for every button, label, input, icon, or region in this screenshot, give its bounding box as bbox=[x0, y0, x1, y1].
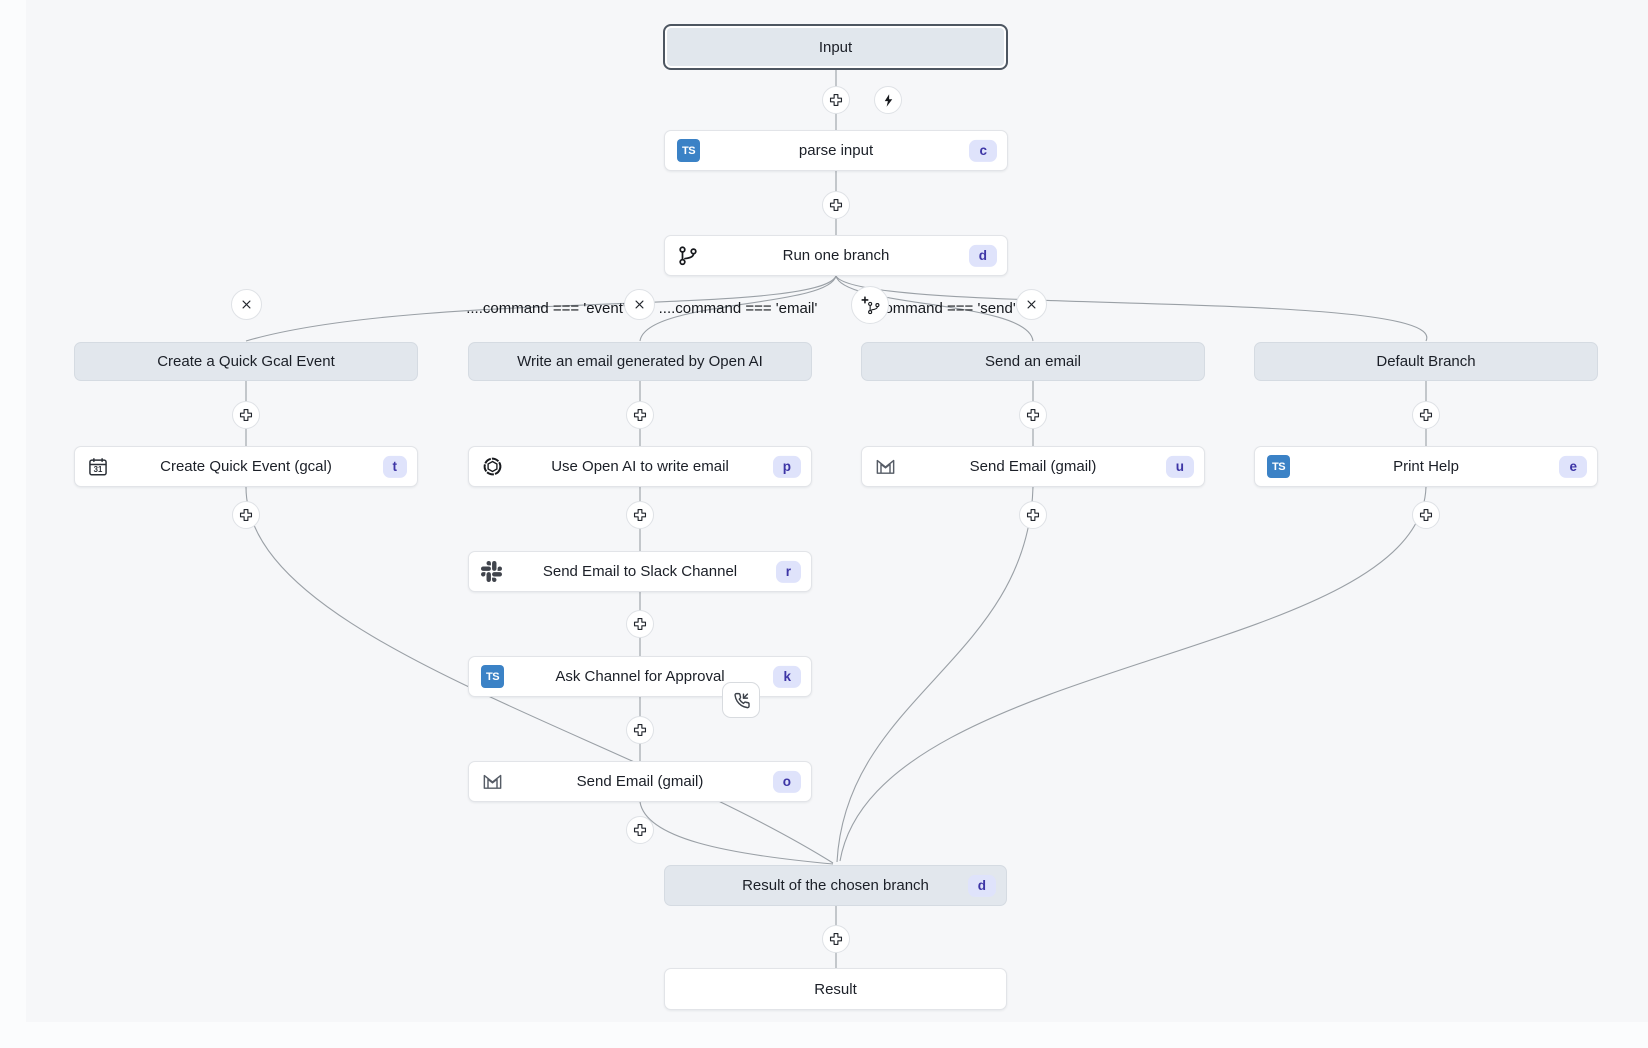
step-node-print-help[interactable]: TS Print Help e bbox=[1254, 446, 1598, 487]
step-node-run-one-branch[interactable]: Run one branch d bbox=[664, 235, 1008, 276]
step-label: Ask Channel for Approval bbox=[555, 668, 725, 685]
add-branch-button[interactable] bbox=[851, 286, 889, 324]
step-id-badge: d bbox=[968, 244, 997, 267]
branch-condition-event: ....command === 'event' bbox=[466, 300, 626, 317]
result-node[interactable]: Result bbox=[664, 968, 1007, 1010]
add-step-button[interactable] bbox=[626, 610, 654, 638]
add-step-button[interactable] bbox=[232, 401, 260, 429]
plus-icon bbox=[238, 507, 254, 523]
input-node-label: Input bbox=[818, 38, 853, 56]
step-id-badge: p bbox=[772, 455, 801, 478]
step-node-send-email-gmail-branch3[interactable]: Send Email (gmail) u bbox=[861, 446, 1205, 487]
add-step-button[interactable] bbox=[626, 401, 654, 429]
plus-icon bbox=[632, 722, 648, 738]
canvas-bottom-gutter bbox=[0, 1022, 1648, 1048]
plus-icon bbox=[632, 507, 648, 523]
step-id-badge: d bbox=[967, 874, 996, 897]
typescript-icon: TS bbox=[677, 131, 700, 170]
branch-header-gcal[interactable]: Create a Quick Gcal Event bbox=[74, 342, 418, 381]
step-id-badge: r bbox=[775, 560, 801, 583]
step-node-create-quick-event[interactable]: Create Quick Event (gcal) t bbox=[74, 446, 418, 487]
branch-header-default[interactable]: Default Branch bbox=[1254, 342, 1598, 381]
openai-icon bbox=[481, 447, 504, 486]
add-step-button[interactable] bbox=[822, 925, 850, 953]
plus-icon bbox=[238, 407, 254, 423]
close-icon bbox=[1024, 297, 1039, 312]
step-node-ask-channel-approval[interactable]: TS Ask Channel for Approval k bbox=[468, 656, 812, 697]
branch-header-label: Create a Quick Gcal Event bbox=[157, 353, 335, 370]
remove-branch-button[interactable] bbox=[624, 289, 655, 320]
step-label: Send Email to Slack Channel bbox=[542, 563, 738, 580]
branch-condition-email: ....command === 'email' bbox=[658, 300, 818, 317]
remove-branch-button[interactable] bbox=[1016, 289, 1047, 320]
step-node-openai-write-email[interactable]: Use Open AI to write email p bbox=[468, 446, 812, 487]
add-step-button[interactable] bbox=[1412, 401, 1440, 429]
step-id-badge: t bbox=[382, 455, 407, 478]
input-node[interactable]: Input bbox=[663, 24, 1008, 70]
canvas-left-gutter bbox=[0, 0, 26, 1048]
branch-header-label: Default Branch bbox=[1376, 353, 1476, 370]
branch-header-label: Write an email generated by Open AI bbox=[517, 353, 763, 370]
close-icon bbox=[632, 297, 647, 312]
step-id-badge: e bbox=[1559, 455, 1587, 478]
add-step-button[interactable] bbox=[822, 86, 850, 114]
plus-icon bbox=[828, 92, 844, 108]
git-branch-plus-icon bbox=[859, 294, 881, 316]
plus-icon bbox=[1025, 407, 1041, 423]
step-label: Use Open AI to write email bbox=[551, 458, 729, 475]
add-step-button[interactable] bbox=[626, 816, 654, 844]
add-step-button[interactable] bbox=[1019, 401, 1047, 429]
close-icon bbox=[239, 297, 254, 312]
add-step-button[interactable] bbox=[1019, 501, 1047, 529]
step-id-badge: u bbox=[1165, 455, 1194, 478]
plus-icon bbox=[828, 197, 844, 213]
trigger-bolt-button[interactable] bbox=[874, 86, 902, 114]
step-id-badge: k bbox=[773, 665, 801, 688]
add-step-button[interactable] bbox=[822, 191, 850, 219]
step-node-send-email-slack[interactable]: Send Email to Slack Channel r bbox=[468, 551, 812, 592]
plus-icon bbox=[1418, 507, 1434, 523]
bolt-icon bbox=[881, 93, 896, 108]
remove-branch-button[interactable] bbox=[231, 289, 262, 320]
add-step-button[interactable] bbox=[232, 501, 260, 529]
step-label: parse input bbox=[798, 142, 874, 159]
plus-icon bbox=[632, 407, 648, 423]
step-label: Send Email (gmail) bbox=[969, 458, 1097, 475]
add-step-button[interactable] bbox=[626, 716, 654, 744]
gmail-icon bbox=[481, 762, 504, 801]
phone-incoming-icon bbox=[732, 691, 751, 710]
git-branch-icon bbox=[677, 236, 699, 275]
typescript-icon: TS bbox=[1267, 447, 1290, 486]
slack-icon bbox=[481, 552, 502, 591]
virtual-node-label: Result of the chosen branch bbox=[742, 877, 929, 894]
plus-icon bbox=[828, 931, 844, 947]
branch-condition-send: ....command === 'send' bbox=[860, 300, 1016, 317]
suspend-approval-badge[interactable] bbox=[722, 682, 760, 718]
branch-header-send-email[interactable]: Send an email bbox=[861, 342, 1205, 381]
add-step-button[interactable] bbox=[626, 501, 654, 529]
typescript-icon: TS bbox=[481, 657, 504, 696]
plus-icon bbox=[632, 822, 648, 838]
step-id-badge: o bbox=[772, 770, 801, 793]
plus-icon bbox=[632, 616, 648, 632]
gcal-icon bbox=[87, 447, 109, 486]
branch-header-label: Send an email bbox=[985, 353, 1081, 370]
step-id-badge: c bbox=[969, 139, 997, 162]
branch-header-openai-email[interactable]: Write an email generated by Open AI bbox=[468, 342, 812, 381]
step-node-parse-input[interactable]: TS parse input c bbox=[664, 130, 1008, 171]
result-of-branch-node[interactable]: Result of the chosen branch d bbox=[664, 865, 1007, 906]
step-label: Run one branch bbox=[782, 247, 890, 264]
gmail-icon bbox=[874, 447, 897, 486]
step-label: Print Help bbox=[1393, 458, 1459, 475]
add-step-button[interactable] bbox=[1412, 501, 1440, 529]
plus-icon bbox=[1418, 407, 1434, 423]
step-node-send-email-gmail-branch2[interactable]: Send Email (gmail) o bbox=[468, 761, 812, 802]
result-node-label: Result bbox=[814, 980, 857, 998]
step-label: Send Email (gmail) bbox=[576, 773, 704, 790]
step-label: Create Quick Event (gcal) bbox=[160, 458, 332, 475]
plus-icon bbox=[1025, 507, 1041, 523]
